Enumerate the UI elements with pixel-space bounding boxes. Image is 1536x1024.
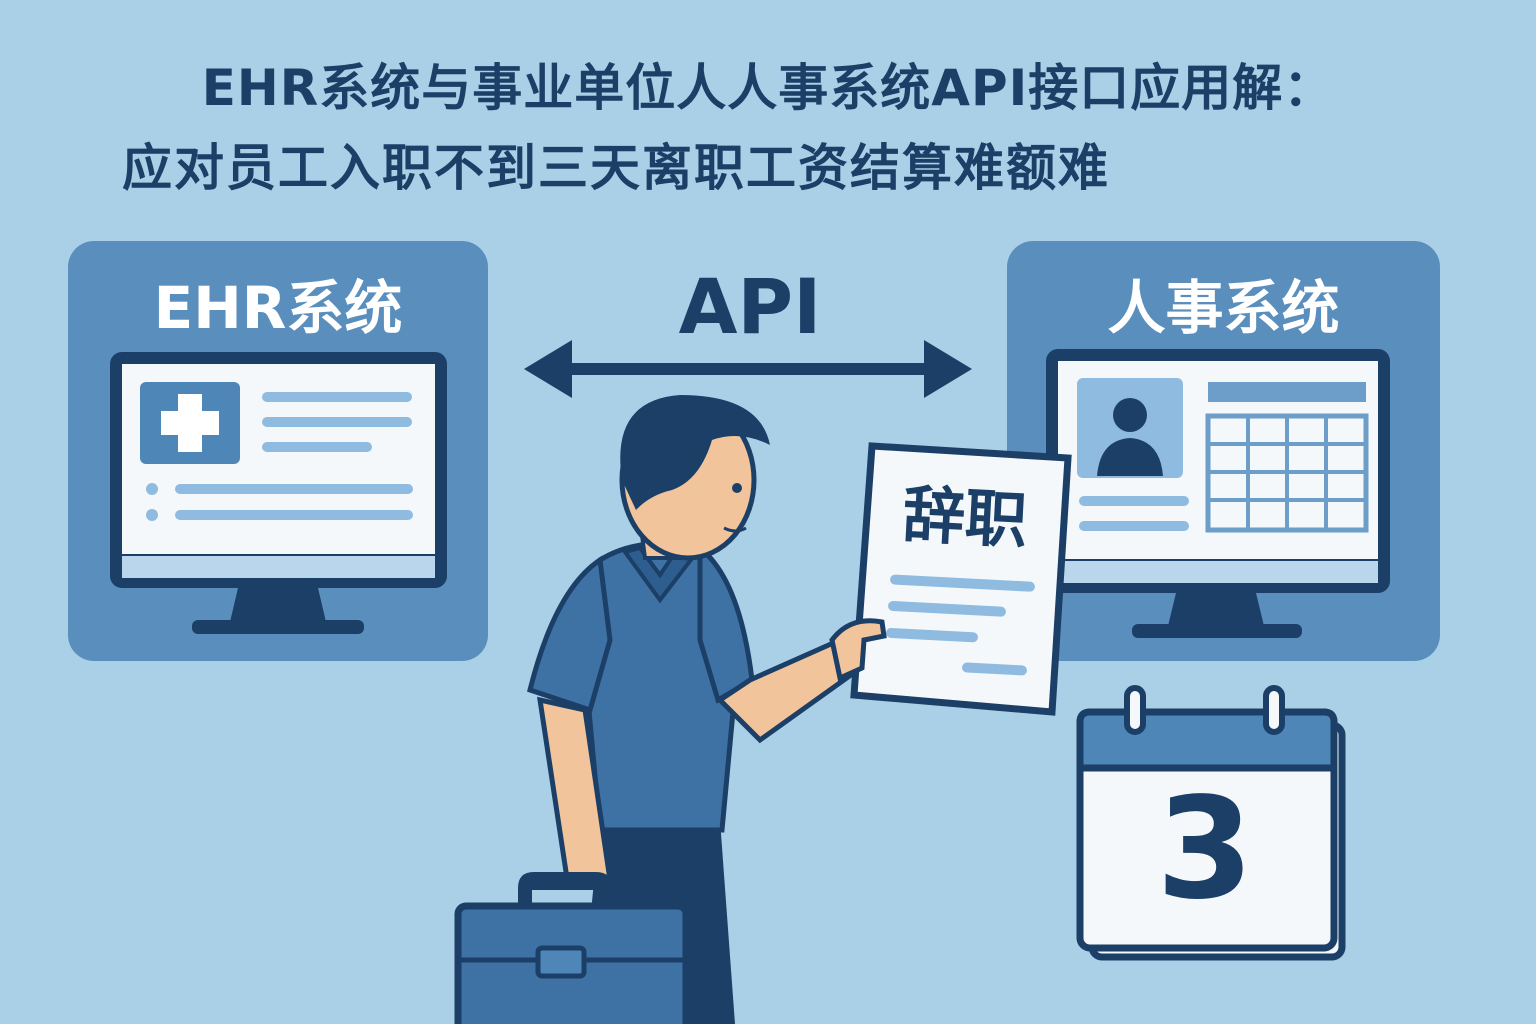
- hr-system-label: 人事系统: [1107, 274, 1340, 342]
- double-arrow-icon: [524, 340, 972, 398]
- ehr-monitor: [110, 352, 447, 634]
- api-label: API: [678, 262, 822, 351]
- calendar-icon: [1076, 685, 1346, 961]
- hr-monitor: [1046, 349, 1390, 638]
- medical-cross-icon: [140, 382, 240, 464]
- resignation-document: [850, 442, 1072, 716]
- resignation-label: 辞职: [901, 477, 1029, 558]
- title-line-1: EHR系统与事业单位人人事系统API接口应用解：: [201, 59, 1335, 117]
- calendar-number: 3: [1156, 768, 1254, 931]
- person-avatar-icon: [1077, 378, 1183, 478]
- ehr-system-label: EHR系统: [153, 274, 403, 342]
- data-table-icon: [1205, 382, 1369, 533]
- title-line-2: 应对员工入职不到三天离职工资结算难额难: [122, 139, 1110, 197]
- briefcase-icon: [454, 872, 690, 1024]
- hand: [829, 618, 887, 682]
